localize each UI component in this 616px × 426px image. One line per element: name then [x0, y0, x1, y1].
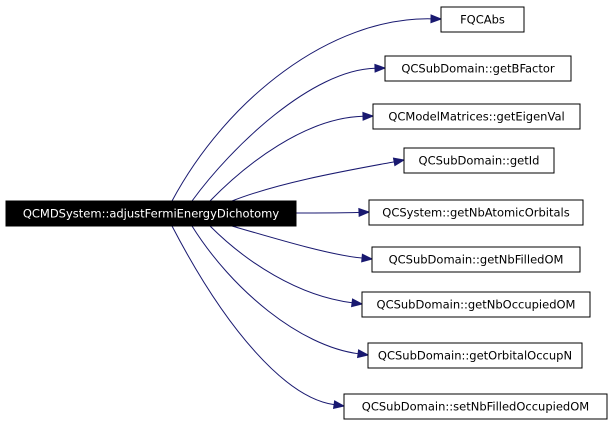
target-node-box [372, 103, 581, 130]
target-node-box [343, 393, 608, 420]
call-edge-3 [209, 115, 364, 202]
call-edge-arrowhead [374, 63, 387, 73]
target-node-box [367, 342, 583, 369]
call-nodes: QCMDSystem::adjustFermiEnergyDichotomy FQ… [5, 6, 608, 420]
target-node-box [403, 147, 555, 174]
target-node[interactable]: QCSubDomain::getOrbitalOccupN [367, 342, 583, 369]
target-node-label: QCSubDomain::getId [419, 154, 540, 168]
call-edge-9 [171, 225, 335, 406]
call-edge-arrowhead [361, 253, 374, 263]
call-edge-arrowhead [356, 349, 370, 359]
call-edge-arrowhead [430, 14, 443, 24]
target-node[interactable]: QCSubDomain::getBFactor [384, 55, 572, 82]
target-node-label: QCSubDomain::getBFactor [401, 62, 555, 76]
source-node-box [5, 200, 297, 227]
target-node-box [440, 6, 525, 33]
target-node[interactable]: FQCAbs [440, 6, 525, 33]
call-edge-2 [191, 67, 376, 202]
target-node-label: QCSystem::getNbAtomicOrbitals [382, 206, 569, 220]
call-edge-4 [231, 161, 395, 202]
call-edge-arrowhead [332, 400, 346, 410]
target-node-box [368, 199, 584, 226]
call-edge-6 [231, 225, 363, 259]
target-node[interactable]: QCModelMatrices::getEigenVal [372, 103, 581, 130]
target-node-label: QCSubDomain::getNbFilledOM [389, 253, 564, 267]
target-node-box [384, 55, 572, 82]
target-node-label: QCModelMatrices::getEigenVal [388, 110, 564, 124]
target-node-label: QCSubDomain::setNbFilledOccupiedOM [362, 400, 589, 414]
call-edge-arrowhead [362, 111, 375, 121]
target-node-box [361, 291, 591, 318]
target-node-box [371, 246, 581, 273]
target-node-label: QCSubDomain::getNbOccupiedOM [377, 298, 576, 312]
call-edge-arrowhead [351, 298, 364, 308]
target-node-label: FQCAbs [460, 13, 505, 27]
source-node[interactable]: QCMDSystem::adjustFermiEnergyDichotomy [5, 200, 297, 227]
target-node-label: QCSubDomain::getOrbitalOccupN [378, 349, 572, 363]
source-node-label: QCMDSystem::adjustFermiEnergyDichotomy [23, 207, 280, 221]
target-node[interactable]: QCSubDomain::getId [403, 147, 555, 174]
call-edge-8 [191, 225, 359, 355]
target-node[interactable]: QCSubDomain::setNbFilledOccupiedOM [343, 393, 608, 420]
call-edge-1 [171, 18, 432, 202]
call-edge-arrowhead [392, 157, 406, 167]
target-node[interactable]: QCSubDomain::getNbOccupiedOM [361, 291, 591, 318]
call-edge-arrowhead [358, 207, 371, 217]
target-node[interactable]: QCSubDomain::getNbFilledOM [371, 246, 581, 273]
call-edges [171, 14, 443, 410]
target-node[interactable]: QCSystem::getNbAtomicOrbitals [368, 199, 584, 226]
call-edge-7 [209, 225, 353, 304]
call-edge-5 [295, 211, 360, 214]
